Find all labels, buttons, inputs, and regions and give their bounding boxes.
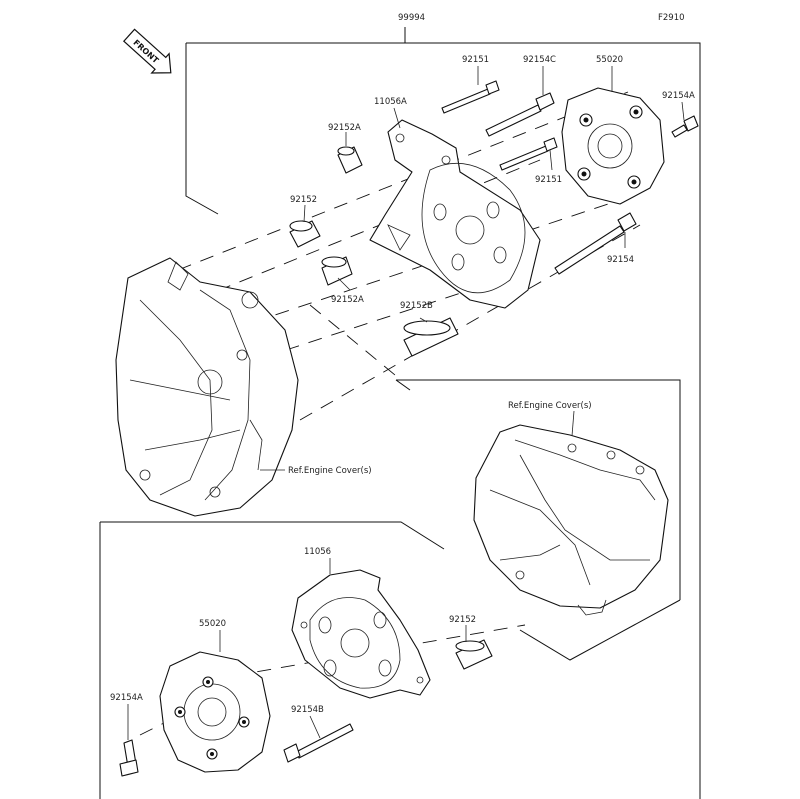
label-92152-lower: 92152 [449, 615, 476, 625]
label-92152a-top: 92152A [328, 123, 361, 133]
bolt-92151-top [441, 80, 500, 114]
bolt-92151-second [499, 137, 558, 171]
bolt-92154a-top [671, 115, 699, 138]
engine-cover-left [115, 257, 299, 517]
label-92154a-bottom: 92154A [110, 693, 143, 703]
label-92151-top: 92151 [462, 55, 489, 65]
label-92154a-top: 92154A [662, 91, 695, 101]
assembly-number: 99994 [398, 13, 425, 23]
axis-line-4 [239, 289, 471, 366]
ref-cover-bracket-line [395, 379, 681, 600]
collar-92152a-mid [321, 256, 353, 286]
label-92154b: 92154B [291, 705, 324, 715]
axis-line-1 [177, 91, 629, 271]
axis-line-6 [309, 304, 396, 376]
collar-92152b [403, 317, 459, 357]
collar-92152a-top [337, 146, 363, 174]
lower-group-bracket-line [99, 521, 445, 799]
label-11056a: 11056A [374, 97, 407, 107]
label-92154c: 92154C [523, 55, 556, 65]
label-ref-engine-cover-left: Ref.Engine Cover(s) [288, 466, 372, 476]
label-92152: 92152 [290, 195, 317, 205]
collar-92152 [289, 220, 321, 248]
bolt-92154-long [554, 212, 637, 275]
bracket-11056 [291, 569, 431, 699]
slider-55020-top [561, 87, 665, 205]
collar-92152-lower [455, 639, 493, 670]
label-55020-bottom: 55020 [199, 619, 226, 629]
label-92154: 92154 [607, 255, 634, 265]
bracket-11056a [369, 119, 541, 309]
label-92152a-mid: 92152A [331, 295, 364, 305]
axis-line-7 [209, 624, 526, 681]
engine-cover-right [473, 424, 669, 616]
axis-line-5 [299, 224, 641, 421]
figure-id: F2910 [658, 13, 685, 23]
ref-cover-lower-line [519, 599, 681, 661]
front-arrow-icon: FRONT [122, 28, 172, 74]
label-55020-top: 55020 [596, 55, 623, 65]
label-11056: 11056 [304, 547, 331, 557]
slider-55020-bottom [159, 651, 271, 773]
bolt-92154b [283, 723, 354, 763]
label-92152b: 92152B [400, 301, 433, 311]
label-ref-engine-cover-right: Ref.Engine Cover(s) [508, 401, 592, 411]
leader-lines [127, 66, 685, 740]
bolt-92154a-bottom [119, 739, 139, 777]
assembly-bracket-line [185, 27, 701, 799]
bolt-92154c [485, 92, 555, 137]
label-92151-second: 92151 [535, 175, 562, 185]
